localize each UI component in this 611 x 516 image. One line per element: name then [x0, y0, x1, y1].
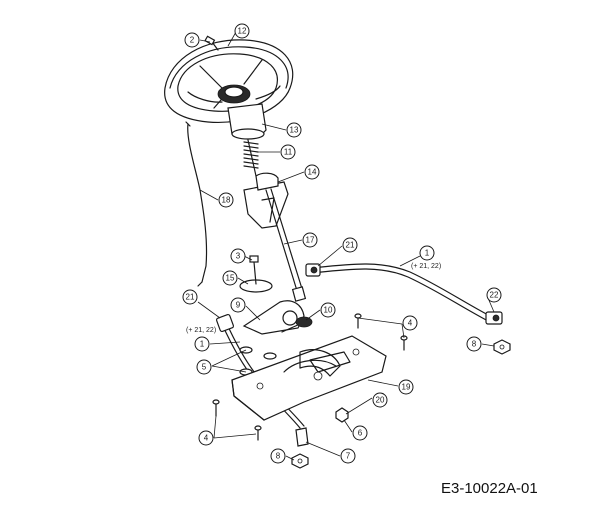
callout-10: 10 [320, 302, 336, 318]
diagram-reference-code: E3-10022A-01 [441, 480, 538, 497]
svg-text:8: 8 [276, 452, 281, 461]
svg-text:1: 1 [425, 249, 430, 258]
svg-text:20: 20 [376, 396, 385, 405]
svg-text:7: 7 [346, 452, 351, 461]
callout-3: 3 [230, 248, 246, 264]
steering-column [227, 103, 307, 302]
svg-text:10: 10 [324, 306, 333, 315]
callout-21-right: 21 [342, 237, 358, 253]
svg-text:19: 19 [402, 383, 411, 392]
svg-text:14: 14 [308, 168, 317, 177]
callout-11: 11 [280, 144, 296, 160]
screw-part [204, 35, 219, 51]
callout-21-left: 21 [182, 289, 198, 305]
bolt-part [212, 313, 408, 441]
callout-6: 6 [352, 425, 368, 441]
callout-13: 13 [286, 122, 302, 138]
svg-text:4: 4 [408, 319, 413, 328]
svg-text:6: 6 [358, 429, 363, 438]
svg-text:13: 13 [290, 126, 299, 135]
callout-15: 15 [222, 270, 238, 286]
callout-1-left: 1 [194, 336, 210, 352]
svg-text:12: 12 [238, 27, 247, 36]
sector-gear [242, 300, 305, 335]
callout-4-upper: 4 [402, 315, 418, 331]
svg-text:11: 11 [284, 148, 293, 157]
callout-9: 9 [230, 297, 246, 313]
callout-8-upper: 8 [466, 336, 482, 352]
callout-17: 17 [302, 232, 318, 248]
pinion-gear [263, 316, 313, 360]
callout-20: 20 [372, 392, 388, 408]
callout-18: 18 [218, 192, 234, 208]
svg-text:5: 5 [202, 363, 207, 372]
svg-text:2: 2 [190, 36, 195, 45]
note-tie-rod-left: (+ 21, 22) [186, 327, 216, 334]
linkage-rod [185, 121, 208, 287]
washer-part [239, 255, 273, 293]
svg-text:15: 15 [226, 274, 235, 283]
svg-text:18: 18 [222, 196, 231, 205]
callout-8-lower: 8 [270, 448, 286, 464]
callout-2: 2 [184, 32, 200, 48]
svg-text:3: 3 [236, 252, 241, 261]
svg-text:4: 4 [204, 434, 209, 443]
callout-14: 14 [304, 164, 320, 180]
callout-4-lower: 4 [198, 430, 214, 446]
tie-rod-right [305, 263, 503, 325]
callout-7: 7 [340, 448, 356, 464]
callout-19: 19 [398, 379, 414, 395]
svg-text:9: 9 [236, 301, 241, 310]
svg-text:21: 21 [346, 241, 355, 250]
callout-22: 22 [486, 287, 502, 303]
leader-lines [197, 31, 495, 461]
svg-text:17: 17 [306, 236, 315, 245]
nut-part [291, 407, 349, 469]
svg-text:8: 8 [472, 340, 477, 349]
steering-wheel [164, 39, 294, 123]
callout-5: 5 [196, 359, 212, 375]
svg-text:21: 21 [186, 293, 195, 302]
callout-12: 12 [234, 23, 250, 39]
nut-part [493, 339, 511, 355]
callout-1-right: 1 [419, 245, 435, 261]
note-tie-rod-right: (+ 21, 22) [411, 263, 441, 270]
svg-text:1: 1 [200, 340, 205, 349]
steering-plate [231, 335, 387, 421]
svg-text:22: 22 [490, 291, 499, 300]
